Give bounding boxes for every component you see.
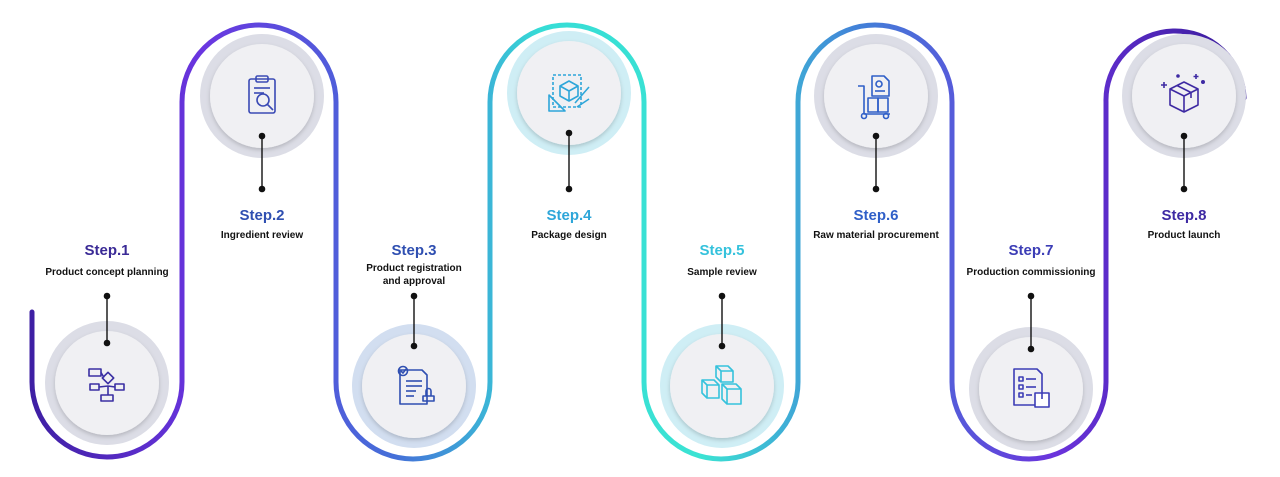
step-connector-5 bbox=[718, 292, 726, 350]
step-title: Step.6 bbox=[853, 207, 898, 224]
step-title: Step.5 bbox=[699, 242, 744, 259]
step-title: Step.4 bbox=[546, 207, 592, 224]
step-description: Product concept planning bbox=[45, 267, 168, 278]
step-connector-4 bbox=[565, 129, 573, 193]
step-description: Production commissioning bbox=[967, 267, 1096, 278]
step-connector-6 bbox=[872, 132, 880, 193]
hand-truck-document-icon bbox=[858, 75, 890, 120]
package-blueprint-icon bbox=[548, 74, 590, 112]
flowchart-icon bbox=[88, 368, 125, 402]
step-description: Product launch bbox=[1148, 230, 1221, 241]
sparkle-box-icon bbox=[1161, 74, 1205, 113]
step-title: Step.1 bbox=[84, 242, 129, 259]
step-title: Step.7 bbox=[1008, 242, 1053, 259]
step-description: Sample review bbox=[687, 267, 757, 278]
checklist-box-icon bbox=[1013, 368, 1050, 408]
process-path bbox=[29, 22, 1247, 462]
step-title: Step.2 bbox=[239, 207, 284, 224]
step-connector-8 bbox=[1180, 132, 1188, 193]
step-connector-3 bbox=[410, 292, 418, 350]
step-description: Ingredient review bbox=[221, 230, 303, 241]
step-description: Package design bbox=[531, 230, 607, 241]
stacked-boxes-icon bbox=[701, 365, 742, 405]
step-title: Step.3 bbox=[391, 242, 436, 259]
step-node-2 bbox=[200, 34, 324, 158]
step-connector-1 bbox=[103, 292, 111, 347]
step-circle bbox=[210, 44, 314, 148]
clipboard-magnifier-icon bbox=[248, 75, 276, 114]
step-circle bbox=[979, 337, 1083, 441]
step-connector-2 bbox=[258, 132, 266, 193]
step-title: Step.8 bbox=[1161, 207, 1206, 224]
step-description: Raw material procurement bbox=[813, 230, 939, 241]
step-node-7 bbox=[969, 327, 1093, 451]
step-connector-7 bbox=[1027, 292, 1035, 353]
certificate-stamp-icon bbox=[397, 365, 435, 405]
